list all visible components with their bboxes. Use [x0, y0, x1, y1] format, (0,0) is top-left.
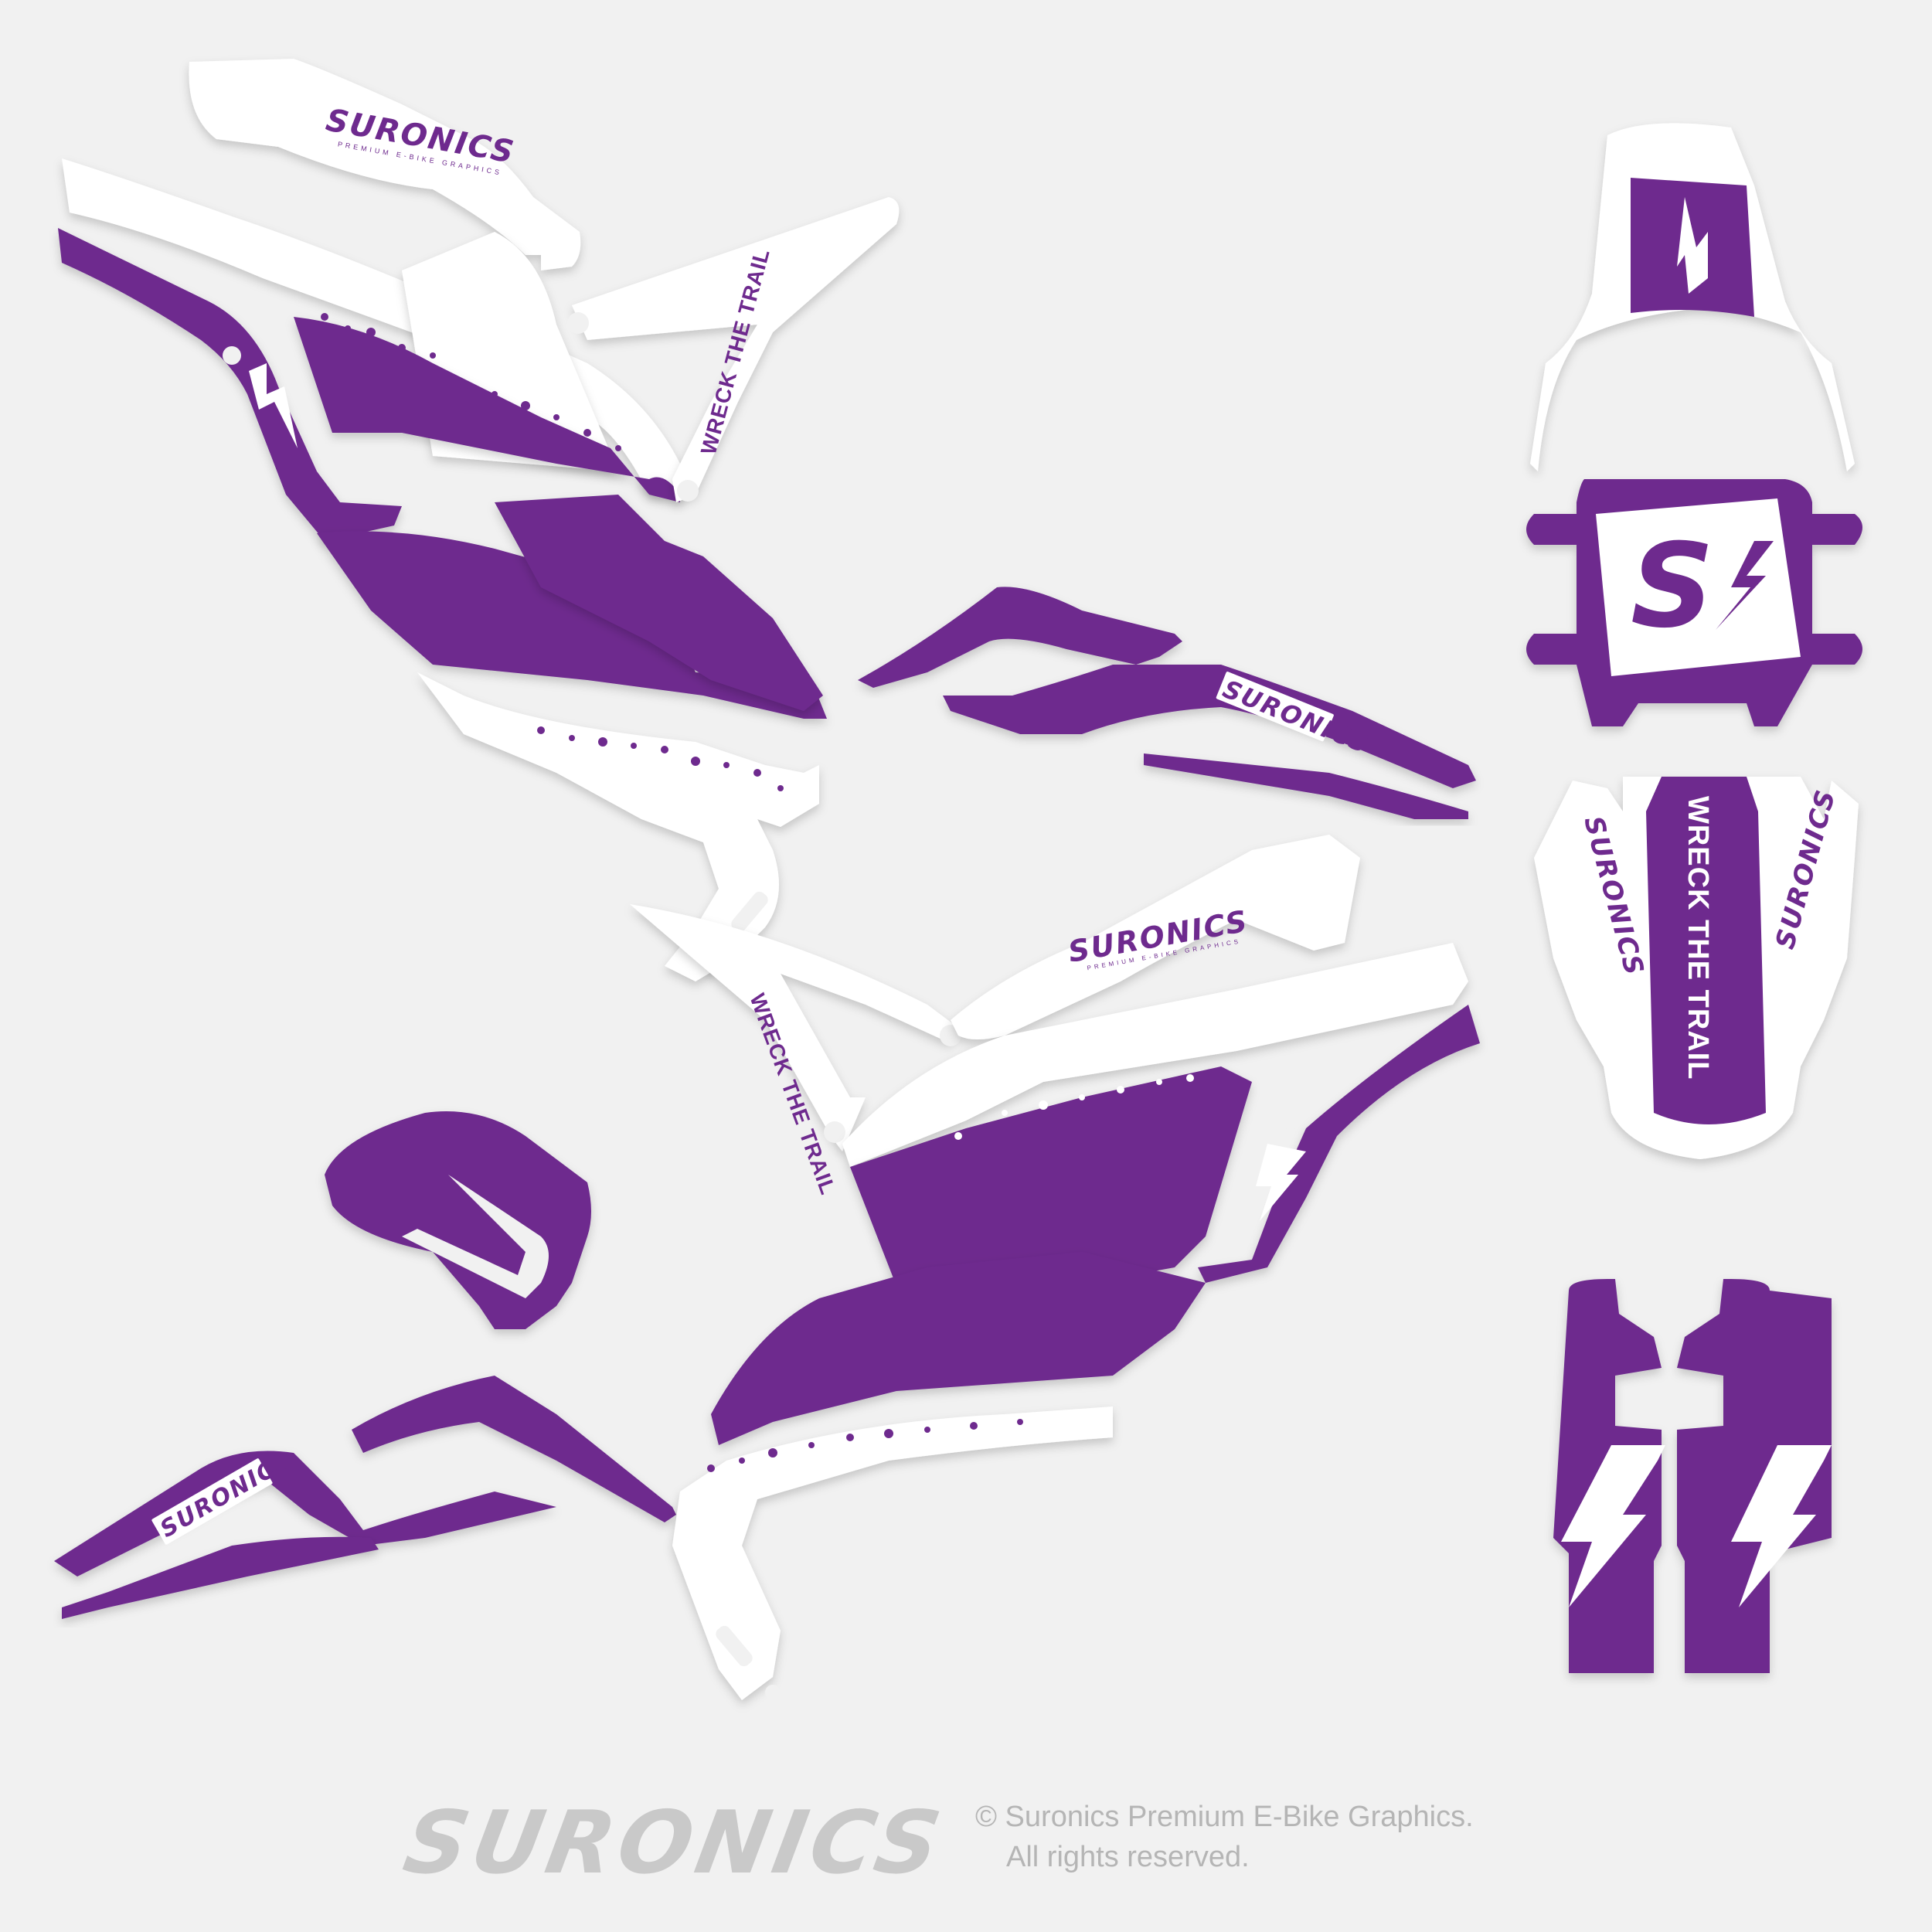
copyright-line-2: All rights reserved.	[1006, 1841, 1250, 1873]
logo-mark: S	[1631, 519, 1774, 654]
frame-rail-white	[62, 158, 680, 495]
seat-cover	[325, 1111, 591, 1329]
swingarm-right: SURONICS	[858, 587, 1476, 819]
lightning-bolt-icon	[249, 363, 298, 448]
front-fender: WRECK THE TRAIL SURONICS SURONICS	[1534, 777, 1859, 1159]
tank-panel-upper	[850, 1066, 1252, 1306]
slot-cutout	[731, 891, 768, 933]
lightning-bolt-icon	[1677, 197, 1708, 294]
splatter-texture	[304, 313, 621, 451]
shroud-decal-top	[189, 59, 581, 270]
swingarm-lower	[1144, 753, 1468, 819]
logo-mark-letter: S	[1631, 519, 1716, 654]
seat-cutout	[402, 1175, 549, 1298]
mount-hole	[567, 312, 589, 334]
fork-arm-decal	[630, 904, 958, 1151]
mount-hole	[824, 1121, 845, 1143]
fork-guards	[1553, 1279, 1832, 1673]
left-side-panel-set: SURONICS PREMIUM E-BIKE GRAPHICS	[58, 59, 900, 981]
downtube-decal-purple	[1198, 1005, 1480, 1283]
seat-shape	[325, 1111, 591, 1329]
mount-hole	[677, 480, 699, 502]
swingarm-main	[54, 1451, 556, 1577]
frame-rail-white	[842, 943, 1468, 1167]
lower-rail-white	[672, 1406, 1113, 1700]
lightning-bolt-icon	[1256, 1144, 1306, 1221]
lightning-bolt-icon	[1716, 541, 1774, 630]
slogan-text: WRECK THE TRAIL	[1682, 796, 1714, 1080]
slot-cutout	[716, 1625, 753, 1667]
number-plate-panel	[1596, 498, 1801, 676]
rear-fender	[1530, 123, 1855, 471]
copyright-line-1: © Suronics Premium E-Bike Graphics.	[975, 1801, 1474, 1833]
tank-panel-lower	[317, 531, 827, 719]
splatter-texture	[923, 1074, 1194, 1140]
tank-panel-upper	[294, 317, 680, 502]
number-plate: S	[1526, 479, 1862, 726]
footer-copyright: © Suronics Premium E-Bike Graphics. All …	[975, 1797, 1474, 1877]
lightning-bolt-icon	[1731, 1445, 1832, 1607]
mount-hole	[765, 1685, 781, 1700]
shroud-decal-top	[951, 835, 1360, 1039]
splatter-texture-lower	[537, 726, 784, 791]
swingarm-upper	[352, 1376, 676, 1522]
side-panel-right-flap	[495, 495, 823, 711]
lightning-bolt-icon	[1561, 1445, 1665, 1607]
footer-brand-logo: SURONICS	[396, 1793, 952, 1893]
tank-panel-lower	[711, 1252, 1206, 1445]
swingarm-upper	[858, 587, 1182, 688]
mount-hole	[1281, 1111, 1300, 1130]
splatter-texture-lower	[707, 1419, 1023, 1472]
swingarm-main	[943, 665, 1476, 788]
mount-hole	[223, 346, 241, 365]
swingarm-left: SURONICS	[54, 1376, 676, 1619]
lower-rail-white	[417, 672, 819, 981]
right-side-panel-set: WRECK THE TRAIL SURONICS PREMIUM E-BIKE …	[630, 835, 1480, 1700]
swingarm-lower	[62, 1536, 379, 1619]
fork-arm-decal	[572, 197, 900, 502]
downtube-decal-purple	[58, 228, 402, 541]
fork-guard-right	[1677, 1279, 1832, 1673]
front-fender-stripe	[1646, 777, 1766, 1124]
